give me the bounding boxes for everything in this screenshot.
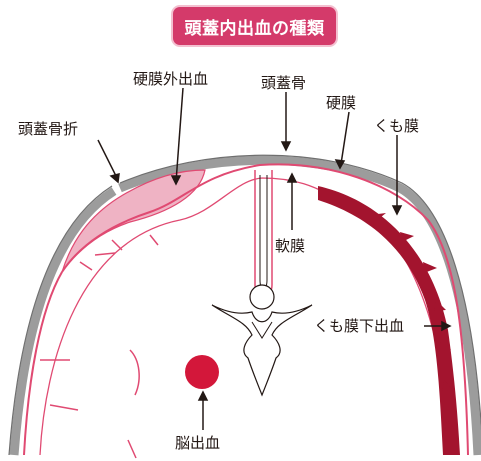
label-skull: 頭蓋骨 [261,72,306,93]
label-epidural-hemorrhage: 硬膜外出血 [133,68,208,89]
midline-sinus [250,285,274,309]
label-pia-mater: 軟膜 [275,235,305,256]
label-intracerebral-hemorrhage: 脳出血 [175,432,220,453]
label-arachnoid: くも膜 [374,115,419,136]
label-skull-fracture: 頭蓋骨折 [18,118,78,139]
label-subarachnoid-hemorrhage: くも膜下出血 [314,315,404,336]
intracerebral-hemorrhage [185,355,219,389]
label-dura-mater: 硬膜 [326,92,356,113]
